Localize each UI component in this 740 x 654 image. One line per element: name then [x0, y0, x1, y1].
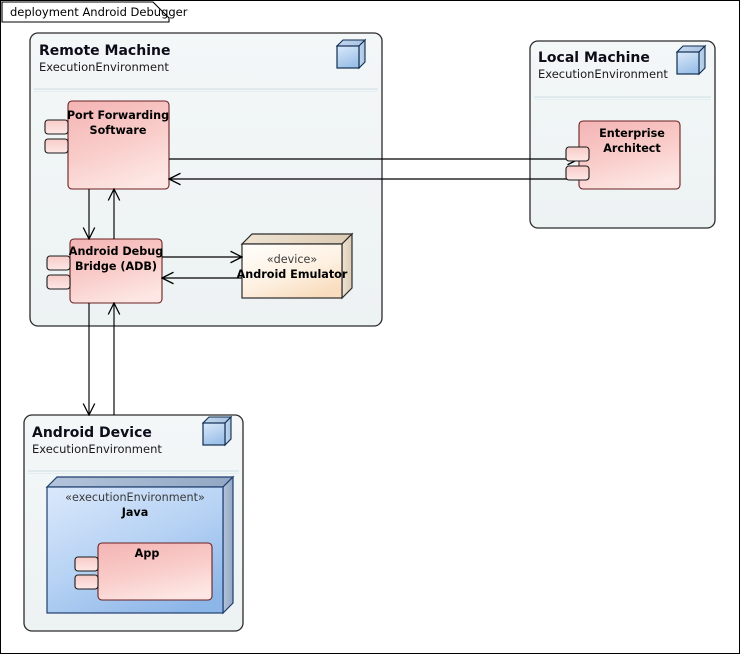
device-android-emulator-stereotype: «device»: [267, 253, 317, 266]
component-app-port-top[interactable]: [74, 556, 99, 572]
component-app-body: [97, 542, 213, 601]
component-enterprise-architect-label-2: Architect: [603, 142, 661, 155]
device-android-emulator-body: [241, 243, 343, 299]
node-remote-machine-title: Remote Machine: [39, 43, 170, 59]
component-android-debug-bridge-port-bottom[interactable]: [46, 274, 71, 290]
component-port-forwarding-software[interactable]: Port Forwarding Software: [44, 100, 170, 190]
diagram-title-label: deployment Android Debugger: [10, 5, 188, 19]
component-android-debug-bridge[interactable]: Android Debug Bridge (ADB): [46, 238, 163, 304]
environment-java-name: Java: [121, 506, 149, 519]
node-local-machine-stereotype: ExecutionEnvironment: [538, 67, 668, 81]
device-android-emulator-name: Android Emulator: [237, 268, 348, 281]
component-enterprise-architect-port-bottom[interactable]: [565, 165, 590, 181]
component-enterprise-architect-port-top[interactable]: [565, 146, 590, 162]
node-remote-machine-stereotype: ExecutionEnvironment: [39, 60, 169, 74]
node-android-device-stereotype: ExecutionEnvironment: [32, 442, 162, 456]
component-app-port-bottom[interactable]: [74, 574, 99, 590]
component-app[interactable]: App: [74, 542, 213, 601]
component-enterprise-architect-label-1: Enterprise: [599, 127, 665, 140]
node-3d-icon: [201, 415, 233, 447]
node-3d-icon: [675, 44, 707, 76]
node-local-machine-title: Local Machine: [538, 50, 650, 66]
node-android-device-title: Android Device: [32, 425, 152, 441]
diagram-title-tab: deployment Android Debugger: [1, 1, 188, 23]
component-port-forwarding-software-port-top[interactable]: [44, 119, 69, 135]
component-port-forwarding-software-label-1: Port Forwarding: [67, 109, 169, 122]
environment-java-stereotype: «executionEnvironment»: [65, 491, 205, 504]
component-port-forwarding-software-port-bottom[interactable]: [44, 138, 69, 154]
component-android-debug-bridge-label-1: Android Debug: [69, 245, 163, 258]
node-3d-icon: [335, 38, 367, 70]
component-android-debug-bridge-port-top[interactable]: [46, 255, 71, 271]
component-android-debug-bridge-label-2: Bridge (ADB): [75, 260, 157, 273]
component-app-label: App: [135, 547, 160, 560]
connector-layer: [89, 159, 579, 415]
device-android-emulator[interactable]: «device» Android Emulator: [237, 232, 354, 300]
component-port-forwarding-software-label-2: Software: [90, 124, 147, 137]
component-enterprise-architect[interactable]: Enterprise Architect: [565, 120, 681, 190]
